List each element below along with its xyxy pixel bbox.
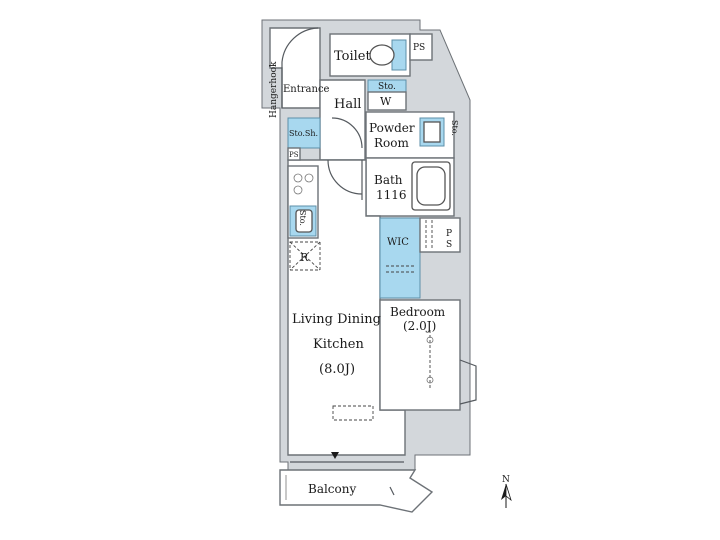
north-arrow	[501, 483, 512, 508]
balcony-label: Balcony	[308, 482, 356, 496]
ps-wic-label-1: P	[446, 229, 452, 239]
ps-top-label: PS	[413, 43, 425, 53]
bath-size-label: 1116	[376, 188, 407, 202]
ps-entrance	[287, 147, 301, 161]
ps-wic-shaft	[419, 217, 461, 253]
refrigerator-label: R	[300, 251, 309, 264]
stove-burner	[293, 173, 303, 183]
ldk-dashed-unit	[332, 405, 374, 421]
wic-label: WIC	[387, 237, 409, 248]
washer-space	[367, 91, 407, 111]
ldk-size-label: (8.0J)	[319, 362, 355, 377]
shoes-cabinet-label: Sto.Sh.	[289, 129, 318, 138]
hall-door-swing	[331, 117, 363, 149]
powder-room-label-line1: Powder	[369, 121, 415, 135]
hangerhook-label: Hangerhook	[269, 61, 279, 118]
hall-label: Hall	[334, 97, 361, 112]
ps-wic-label-2: S	[446, 240, 452, 250]
wic	[379, 217, 421, 299]
ldk-label-line2: Kitchen	[313, 337, 364, 352]
bath-label: Bath	[374, 173, 403, 187]
entrance-label: Entrance	[283, 84, 330, 95]
sto-powder-label: Sto.	[450, 120, 459, 136]
balcony-door-marker	[331, 452, 339, 459]
north-label: N	[502, 475, 510, 485]
bedroom-size-label: (2.0J)	[403, 319, 436, 333]
sto-kitchen-label: Sto.	[298, 210, 307, 226]
toilet-label: Toilet	[334, 49, 371, 64]
bedroom-label: Bedroom	[390, 305, 446, 319]
ldk-door-swing	[327, 159, 363, 195]
ldk-label-line1: Living Dining	[292, 312, 381, 327]
bedroom-window	[459, 359, 477, 405]
shoes-cabinet	[287, 117, 321, 149]
balcony	[279, 469, 434, 513]
sto-top-label: Sto.	[378, 82, 396, 92]
bedroom	[379, 299, 461, 411]
toilet-bowl	[369, 44, 395, 66]
powder-room-label-line2: Room	[374, 136, 409, 150]
ps-top-shaft	[409, 33, 433, 61]
refrigerator-space	[289, 241, 321, 271]
entrance-door-swing	[281, 27, 319, 63]
ps-entrance-label: PS	[289, 151, 299, 159]
washer-label: W	[380, 95, 392, 108]
